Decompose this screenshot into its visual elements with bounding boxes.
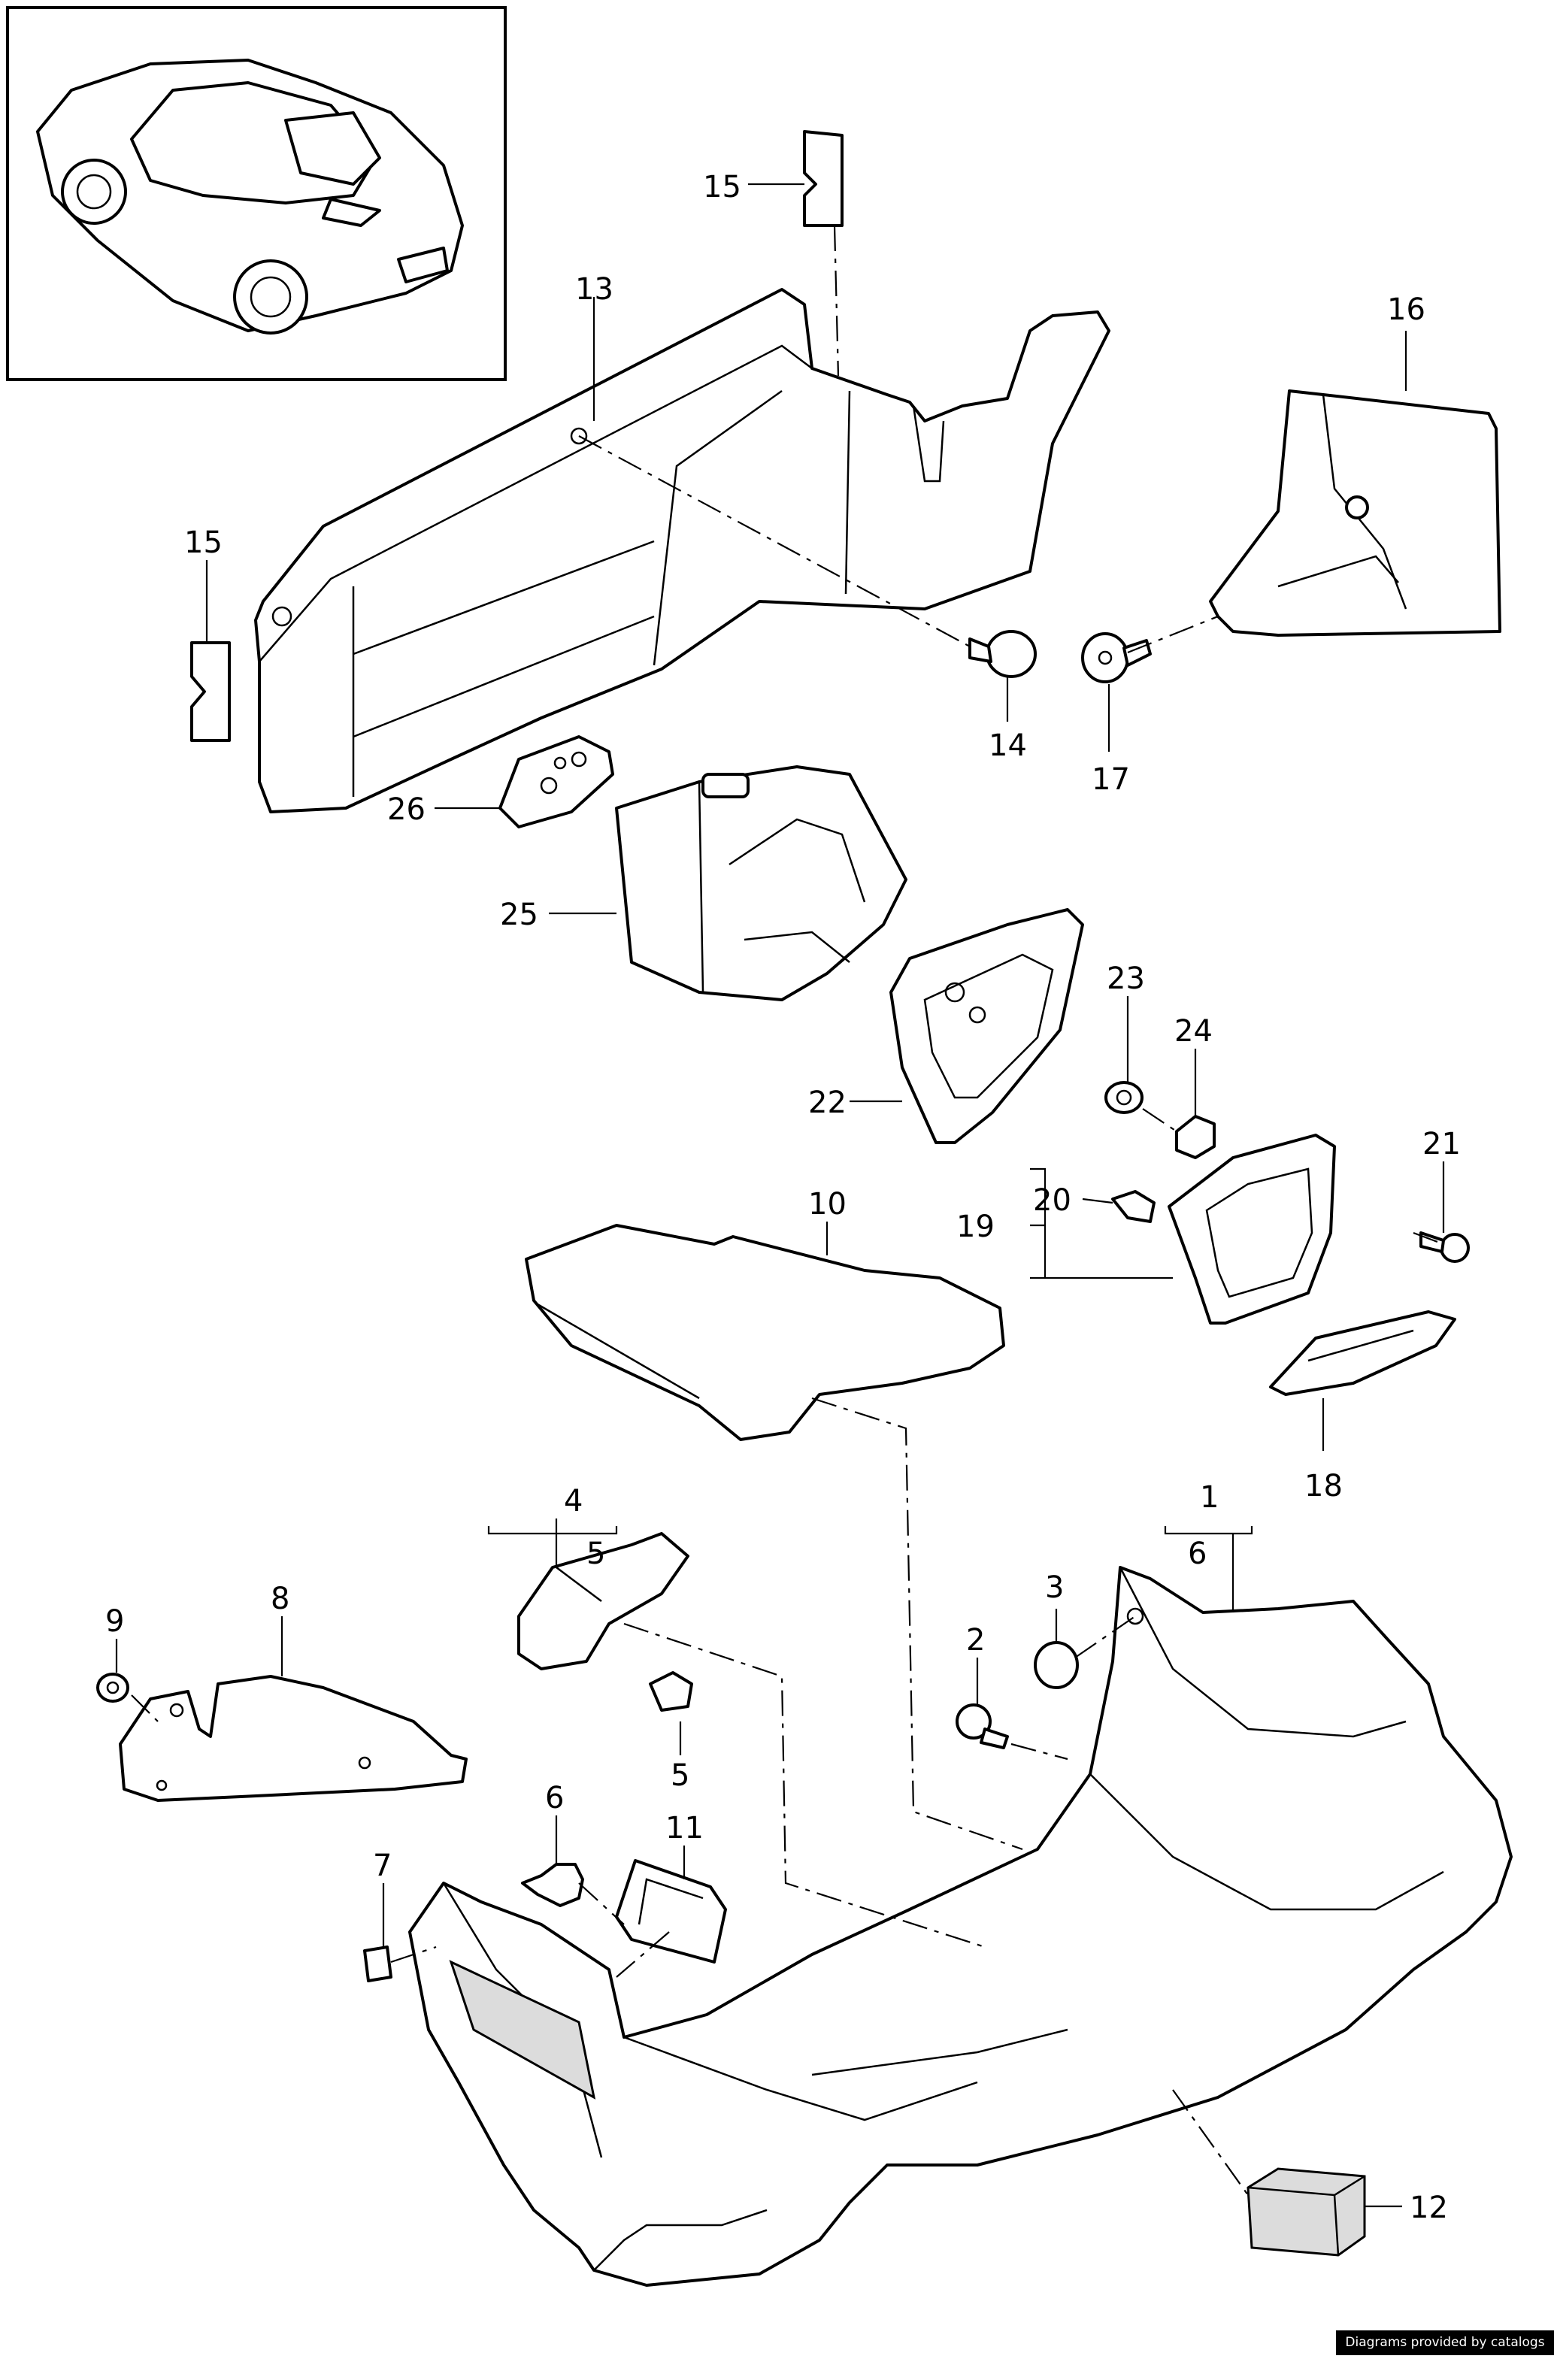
- part-25-housing: [615, 765, 907, 1001]
- part-22-frame: [889, 908, 1084, 1144]
- part-17-pin: [1081, 632, 1152, 683]
- part-5-clip: [649, 1671, 693, 1712]
- label-5-lower: 5: [671, 1758, 689, 1793]
- label-15-left: 15: [184, 525, 223, 560]
- label-26: 26: [387, 792, 426, 827]
- part-7-clip: [363, 1945, 392, 1982]
- label-11: 11: [665, 1811, 704, 1846]
- label-15-upper: 15: [703, 170, 741, 204]
- label-12: 12: [1410, 2191, 1448, 2225]
- label-1: 1: [1200, 1480, 1219, 1515]
- label-25: 25: [500, 898, 538, 932]
- part-8-bracket: [119, 1675, 468, 1802]
- part-2-screw: [956, 1703, 1009, 1749]
- label-17: 17: [1092, 762, 1130, 797]
- label-23: 23: [1107, 961, 1145, 996]
- part-labels: 15 13 16 15 14 17 26 25 23 24 22 21 20 1…: [105, 170, 1461, 2225]
- part-20-clip: [1111, 1190, 1156, 1223]
- label-9: 9: [105, 1604, 124, 1639]
- part-3-cap: [1034, 1641, 1079, 1689]
- part-16-bracket-panel: [1209, 389, 1501, 637]
- part-18-handle: [1269, 1310, 1456, 1396]
- part-6-bulb-socket: [521, 1863, 584, 1907]
- part-15-clip-left: [190, 641, 231, 742]
- part-1-trunk-liner: [408, 1566, 1513, 2287]
- part-14-push-rivet: [968, 630, 1037, 678]
- assembly-lines: [131, 225, 1444, 2196]
- part-23-nut: [1104, 1081, 1144, 1114]
- part-21-screw: [1419, 1231, 1470, 1263]
- label-22: 22: [808, 1086, 847, 1120]
- diagram-credit: Diagrams provided by catalogs parts: [1336, 2330, 1554, 2375]
- label-20: 20: [1033, 1183, 1071, 1218]
- part-12-cube: [1247, 2167, 1366, 2257]
- label-24: 24: [1174, 1014, 1213, 1049]
- part-24-cap: [1175, 1115, 1216, 1159]
- label-5-upper: 5: [586, 1537, 605, 1571]
- part-11-lamp: [615, 1859, 727, 1964]
- label-18: 18: [1304, 1469, 1343, 1503]
- label-6-lower: 6: [545, 1781, 564, 1815]
- label-10: 10: [808, 1187, 847, 1222]
- part-26-gasket-plate: [498, 735, 614, 828]
- part-4-lamp-housing: [517, 1532, 689, 1670]
- label-19: 19: [956, 1210, 995, 1244]
- label-13: 13: [575, 272, 613, 307]
- label-2: 2: [966, 1623, 985, 1658]
- label-16: 16: [1387, 292, 1425, 327]
- label-7: 7: [373, 1849, 392, 1883]
- part-13-side-trim-panel: [254, 288, 1110, 813]
- label-3: 3: [1045, 1570, 1064, 1605]
- part-15-clip-upper: [803, 130, 844, 227]
- car-thumbnail: [6, 6, 507, 381]
- part-10-floor-panel: [525, 1224, 1005, 1441]
- label-14: 14: [989, 728, 1027, 763]
- part-9-nut: [96, 1673, 129, 1703]
- label-6-upper: 6: [1188, 1537, 1207, 1571]
- leader-lines: [115, 183, 1445, 2208]
- part-19-trim-frame: [1168, 1134, 1336, 1325]
- label-21: 21: [1422, 1127, 1461, 1161]
- label-4: 4: [564, 1484, 583, 1519]
- label-8: 8: [271, 1582, 289, 1616]
